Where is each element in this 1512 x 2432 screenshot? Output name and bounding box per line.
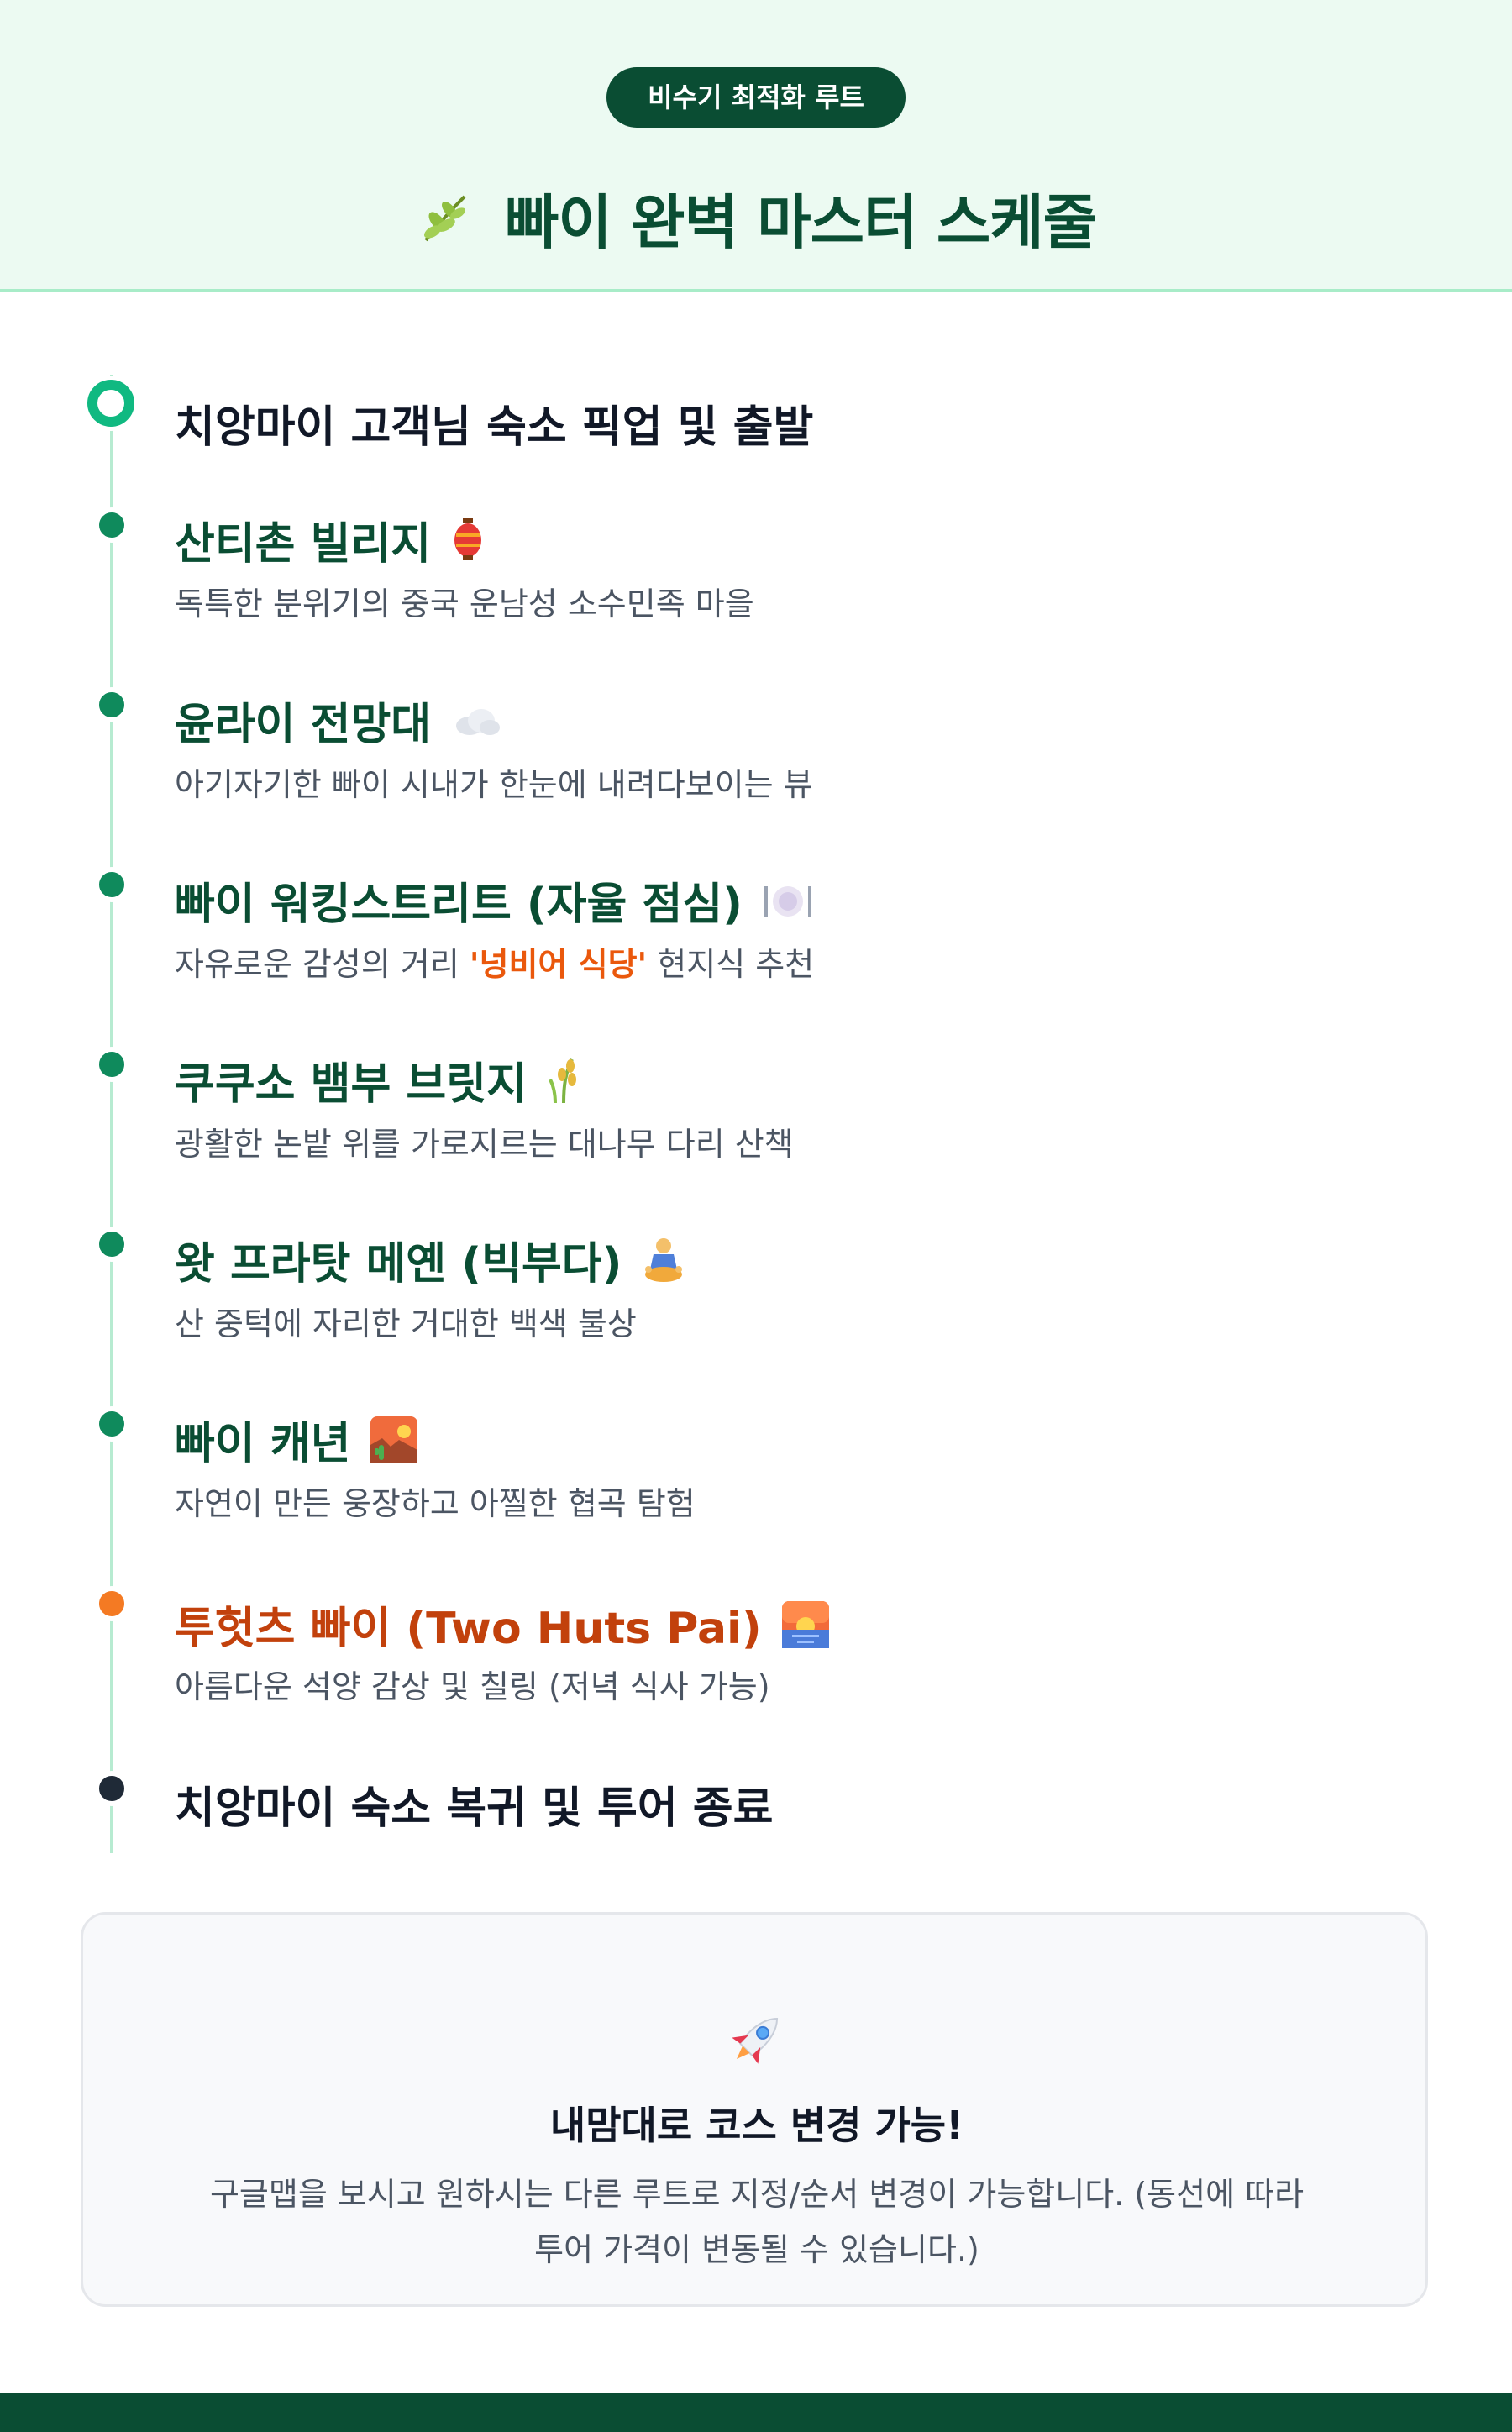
page-header: 비수기 최적화 루트 빠이 완벽 마스터 스케줄 [0, 0, 1512, 292]
leaf-icon [416, 188, 475, 247]
stop-title: 투헛츠 빠이 (Two Huts Pai) [175, 1604, 762, 1654]
end-marker [94, 1771, 129, 1806]
stop-title: 윤라이 전망대 [175, 700, 432, 750]
title-row: 빠이 완벽 마스터 스케줄 [0, 171, 1512, 264]
stop-title: 산티촌 빌리지 [175, 519, 432, 570]
stop-title: 빠이 워킹스트리트 (자율 점심) [175, 880, 743, 930]
stop-marker [94, 867, 129, 902]
rocket-icon [723, 2005, 790, 2072]
stop-title: 왓 프라탓 메옌 (빅부다) [175, 1239, 622, 1290]
stop-desc: 자유로운 감성의 거리 [175, 946, 470, 983]
stop-desc: 아름다운 석양 감상 및 칠링 (저녁 식사 가능) [175, 1668, 770, 1705]
stop-title: 쿠쿠소 뱀부 브릿지 [175, 1059, 527, 1110]
stop-marker [94, 507, 129, 543]
meditation-icon [642, 1236, 685, 1284]
notice-body: 구글맵을 보시고 원하시는 다른 루트로 지정/순서 변경이 가능합니다. (동… [201, 2167, 1313, 2277]
page-title: 빠이 완벽 마스터 스케줄 [504, 187, 1097, 257]
stop-desc: 자연이 만든 웅장하고 아찔한 협곡 탐험 [175, 1485, 696, 1522]
stop-desc: 아기자기한 빠이 시내가 한눈에 내려다보이는 뷰 [175, 766, 813, 803]
notice-card: 내맘대로 코스 변경 가능! 구글맵을 보시고 원하시는 다른 루트로 지정/순… [81, 1912, 1428, 2307]
stop-title: 빠이 캐년 [175, 1419, 351, 1469]
stop-desc: 산 중턱에 자리한 거대한 백색 불상 [175, 1305, 637, 1342]
stop-desc-rest: 현지식 추천 [647, 946, 815, 983]
lantern-icon [451, 517, 485, 564]
sunset-icon [781, 1600, 829, 1648]
notice-line: 구글맵을 보시고 원하시는 다른 루트로 지정/순서 변경이 가능합니다. (동… [209, 2176, 1305, 2213]
stop-marker [94, 1406, 129, 1442]
route-badge: 비수기 최적화 루트 [606, 67, 906, 128]
notice-line: 투어 가격이 변동될 수 있습니다.) [534, 2231, 979, 2268]
stop-marker [94, 1047, 129, 1082]
plate-icon [763, 880, 813, 922]
stop-desc: 독특한 분위기의 중국 운남성 소수민족 마을 [175, 586, 754, 622]
timeline-line [110, 375, 113, 1853]
restaurant-highlight: '넝비어 식당' [469, 946, 648, 983]
stop-marker [94, 1227, 129, 1262]
stop-desc: 광활한 논밭 위를 가로지르는 대나무 다리 산책 [175, 1126, 794, 1163]
canyon-icon [370, 1416, 418, 1463]
stop-title: 치앙마이 숙소 복귀 및 투어 종료 [175, 1783, 774, 1834]
stop-title: 치앙마이 고객님 숙소 픽업 및 출발 [175, 402, 814, 453]
rice-icon [547, 1056, 584, 1105]
stop-marker [94, 687, 129, 722]
start-marker [87, 380, 134, 427]
footer-bar [0, 2393, 1512, 2432]
notice-title: 내맘대로 코스 변경 가능! [549, 2103, 964, 2148]
stop-marker [94, 1586, 129, 1621]
cloud-icon [451, 704, 501, 738]
